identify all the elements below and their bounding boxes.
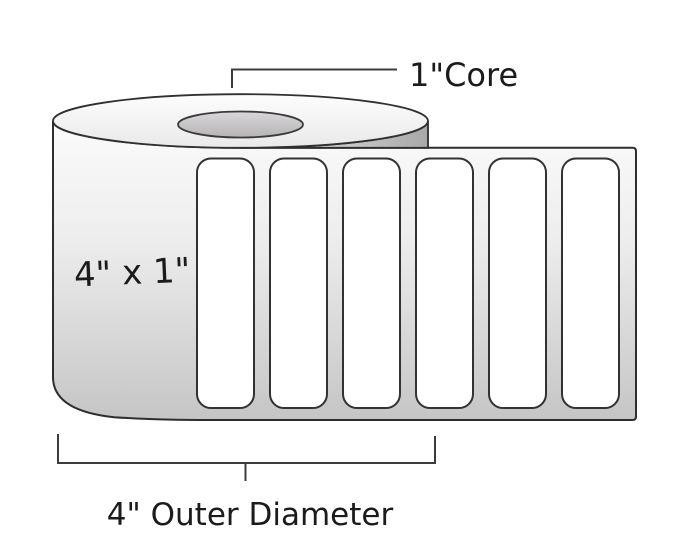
outer-diameter-bracket bbox=[57, 434, 436, 481]
core-size-label: 1"Core bbox=[409, 56, 519, 94]
label-3 bbox=[342, 157, 401, 409]
core-hole bbox=[177, 110, 304, 139]
outer-diameter-label: 4" Outer Diameter bbox=[106, 497, 394, 533]
label-1 bbox=[196, 157, 255, 409]
core-callout-line bbox=[231, 68, 397, 88]
label-2 bbox=[269, 157, 328, 409]
label-dimensions-text: 4" x 1" bbox=[73, 250, 192, 296]
label-6 bbox=[561, 157, 620, 409]
label-group bbox=[196, 157, 620, 409]
label-5 bbox=[488, 157, 547, 409]
label-4 bbox=[415, 157, 474, 409]
